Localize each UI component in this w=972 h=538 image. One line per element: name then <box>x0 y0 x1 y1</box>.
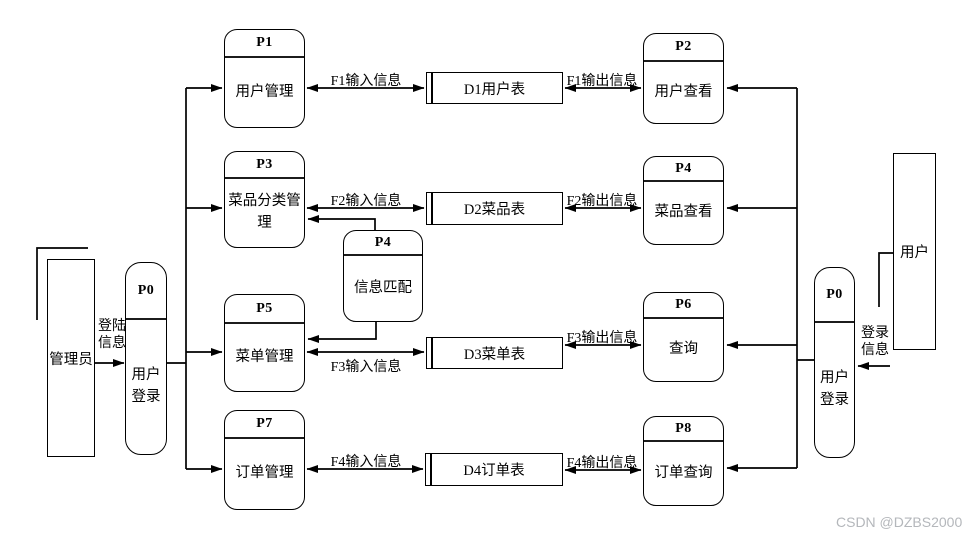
datastore-d4: D4订单表 <box>425 453 563 486</box>
entity-admin: 管理员 <box>47 259 95 457</box>
process-p8-code: P8 <box>644 417 723 442</box>
process-p7: P7 订单管理 <box>224 410 305 510</box>
process-p8-name: 订单查询 <box>654 464 713 481</box>
process-p6: P6 查询 <box>643 292 724 382</box>
datastore-d4-label: D4订单表 <box>463 463 525 479</box>
entity-user-label: 用户 <box>900 245 929 261</box>
arrow-match-to-p3 <box>307 215 376 230</box>
process-p3-code: P3 <box>225 152 304 179</box>
process-p4-match: P4 信息匹配 <box>343 230 423 322</box>
process-p3: P3 菜品分类管理 <box>224 151 305 248</box>
datastore-d1-label: D1用户表 <box>463 81 526 98</box>
datastore-d2-label: D2菜品表 <box>463 202 526 218</box>
flow-label-f4-output: F4输出信息 <box>566 456 638 471</box>
process-p7-code: P7 <box>225 411 304 439</box>
process-p4-view-name: 菜品查看 <box>654 204 713 221</box>
process-p0-left-name: 用户登录 <box>131 367 161 405</box>
process-p1: P1 用户管理 <box>224 29 305 128</box>
process-p0-left: P0 用户登录 <box>125 262 167 455</box>
datastore-d1: D1用户表 <box>426 72 563 104</box>
process-p4-match-code: P4 <box>344 231 422 256</box>
flow-label-admin-login: 登陆信息 <box>98 319 126 351</box>
process-p4-view: P4 菜品查看 <box>643 156 724 245</box>
process-p2-code: P2 <box>644 34 723 62</box>
datastore-d3-label: D3菜单表 <box>463 346 526 363</box>
process-p2: P2 用户查看 <box>643 33 724 124</box>
process-p1-code: P1 <box>225 30 304 58</box>
process-p6-name: 查询 <box>669 341 698 358</box>
process-p5-name: 菜单管理 <box>235 348 294 365</box>
process-p5-code: P5 <box>225 295 304 324</box>
process-p5: P5 菜单管理 <box>224 294 305 392</box>
flow-label-f1-input: F1输入信息 <box>330 74 402 89</box>
process-p0-right-code: P0 <box>815 268 854 323</box>
flow-label-f2-output: F2输出信息 <box>566 194 638 209</box>
process-p0-right: P0 用户登录 <box>814 267 855 458</box>
process-p8: P8 订单查询 <box>643 416 724 506</box>
process-p6-code: P6 <box>644 293 723 319</box>
process-p4-match-name: 信息匹配 <box>354 279 412 296</box>
process-p2-name: 用户查看 <box>654 83 713 100</box>
entity-admin-label: 管理员 <box>49 351 93 368</box>
process-p1-name: 用户管理 <box>235 83 294 100</box>
arrow-match-to-p5 <box>307 322 377 343</box>
flow-label-f3-input: F3输入信息 <box>330 360 402 375</box>
process-p0-left-code: P0 <box>126 263 166 320</box>
flow-label-f3-output: F3输出信息 <box>566 331 638 346</box>
process-p4-view-code: P4 <box>644 157 723 182</box>
flow-label-f1-output: F1输出信息 <box>566 74 638 89</box>
process-p7-name: 订单管理 <box>235 465 294 482</box>
entity-user: 用户 <box>893 153 936 350</box>
flow-label-user-login: 登录信息 <box>861 326 889 358</box>
flow-label-f2-input: F2输入信息 <box>330 194 402 209</box>
datastore-d2: D2菜品表 <box>426 192 563 225</box>
user-corner-bracket <box>878 252 893 307</box>
datastore-d3: D3菜单表 <box>426 337 563 369</box>
process-p3-name: 菜品分类管理 <box>228 193 301 231</box>
flow-label-f4-input: F4输入信息 <box>330 455 402 470</box>
process-p0-right-name: 用户登录 <box>820 370 849 408</box>
csdn-watermark: CSDN @DZBS2000 <box>836 514 963 530</box>
